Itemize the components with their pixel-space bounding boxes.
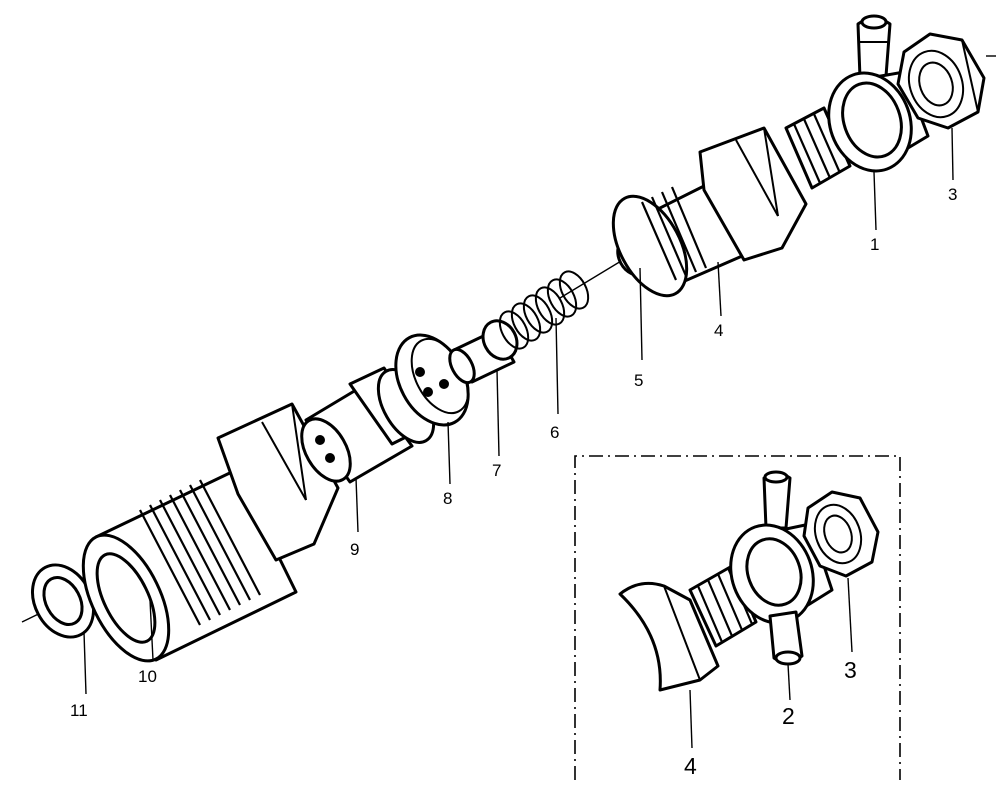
pressure-pin <box>448 319 519 385</box>
nozzle-holder <box>611 106 852 298</box>
label-part-6: 6 <box>550 423 559 442</box>
cap-nut <box>896 32 986 130</box>
label-part-9: 9 <box>350 540 359 559</box>
label-part-4: 4 <box>714 321 723 340</box>
label-part-8: 8 <box>443 489 452 508</box>
holder-thread <box>640 186 708 281</box>
label-part-5: 5 <box>634 371 643 390</box>
label-part-10: 10 <box>138 667 157 686</box>
inset-cap-nut <box>802 490 880 578</box>
label-part-7: 7 <box>492 461 501 480</box>
inset-label-part-3: 3 <box>844 657 857 683</box>
inset-leader-lines <box>689 577 853 749</box>
label-part-1: 1 <box>870 235 879 254</box>
label-part-3: 3 <box>948 185 957 204</box>
nozzle-thread <box>139 479 261 626</box>
pressure-spring <box>498 270 590 350</box>
label-part-11: 11 <box>70 701 88 720</box>
nozzle-body <box>81 402 340 663</box>
leader-lines <box>83 55 996 695</box>
inset-label-part-2: 2 <box>782 703 795 729</box>
inset-label-part-4: 4 <box>684 753 697 779</box>
leak-off-banjo <box>827 14 930 173</box>
inset-frame <box>574 455 901 780</box>
